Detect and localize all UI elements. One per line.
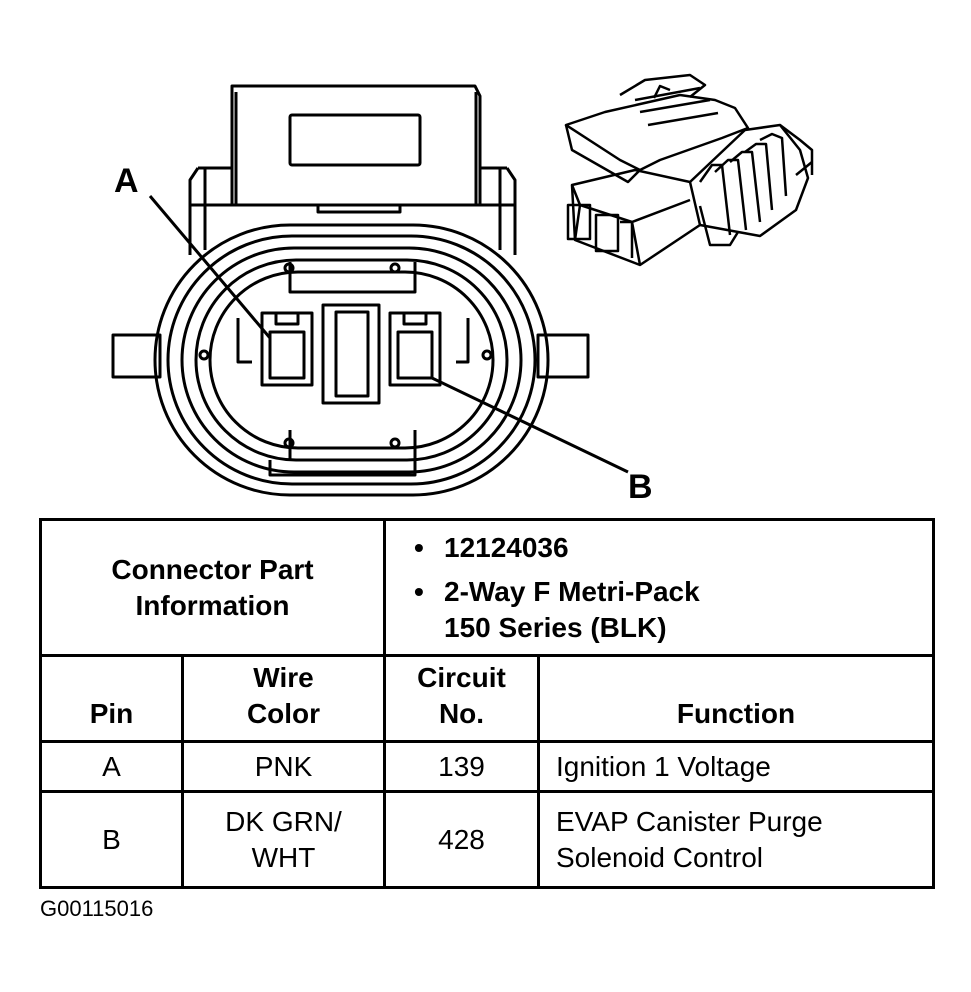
connector-desc-line2: 150 Series (BLK) bbox=[444, 611, 667, 643]
part-number: 12124036 bbox=[444, 531, 569, 563]
pin-cell: A bbox=[39, 740, 184, 793]
function-cell: Ignition 1 Voltage bbox=[537, 740, 935, 793]
part-info-header-cell: Connector Part Information bbox=[39, 518, 386, 657]
connector-info-table: Connector Part Information • 12124036 • … bbox=[39, 518, 935, 889]
wire-color-cell: DK GRN/ WHT bbox=[181, 790, 386, 889]
terminal-cavity-b bbox=[388, 311, 442, 387]
pin-b-callout-label: B bbox=[628, 468, 653, 506]
terminal-cavity-a bbox=[260, 311, 314, 387]
table-row: B DK GRN/ WHT 428 EVAP Canister Purge So… bbox=[39, 790, 935, 889]
part-info-row: Connector Part Information • 12124036 • … bbox=[39, 518, 935, 657]
connector-diagram bbox=[111, 73, 814, 497]
connector-face-view bbox=[111, 84, 629, 497]
pin-column-header: Pin bbox=[39, 654, 184, 743]
circuit-column-header: Circuit No. bbox=[383, 654, 540, 743]
wire-color-cell: PNK bbox=[181, 740, 386, 793]
circuit-cell: 428 bbox=[383, 790, 540, 889]
pin-a-callout-label: A bbox=[114, 162, 139, 200]
part-number-line: • 12124036 bbox=[414, 530, 932, 566]
function-column-header: Function bbox=[537, 654, 935, 743]
part-info-header-line1: Connector Part bbox=[111, 553, 314, 585]
circuit-cell: 139 bbox=[383, 740, 540, 793]
wire-color-column-header: Wire Color bbox=[181, 654, 386, 743]
pin-cell: B bbox=[39, 790, 184, 889]
part-info-header-line2: Information bbox=[135, 589, 290, 621]
figure-code: G00115016 bbox=[40, 896, 154, 921]
bullet-marker: • bbox=[414, 531, 424, 563]
pin-b-leader-line bbox=[431, 376, 629, 474]
bullet-marker: • bbox=[414, 575, 424, 607]
function-cell: EVAP Canister Purge Solenoid Control bbox=[537, 790, 935, 889]
connector-desc-line: • 2-Way F Metri-Pack bbox=[414, 574, 932, 610]
connector-perspective-view bbox=[564, 73, 814, 267]
connector-desc-line1: 2-Way F Metri-Pack bbox=[444, 575, 700, 607]
pin-a-leader-line bbox=[148, 195, 272, 339]
column-header-row: Pin Wire Color Circuit No. Function bbox=[39, 654, 935, 743]
part-info-value-cell: • 12124036 • 2-Way F Metri-Pack 150 Seri… bbox=[383, 518, 935, 657]
table-row: A PNK 139 Ignition 1 Voltage bbox=[39, 740, 935, 793]
